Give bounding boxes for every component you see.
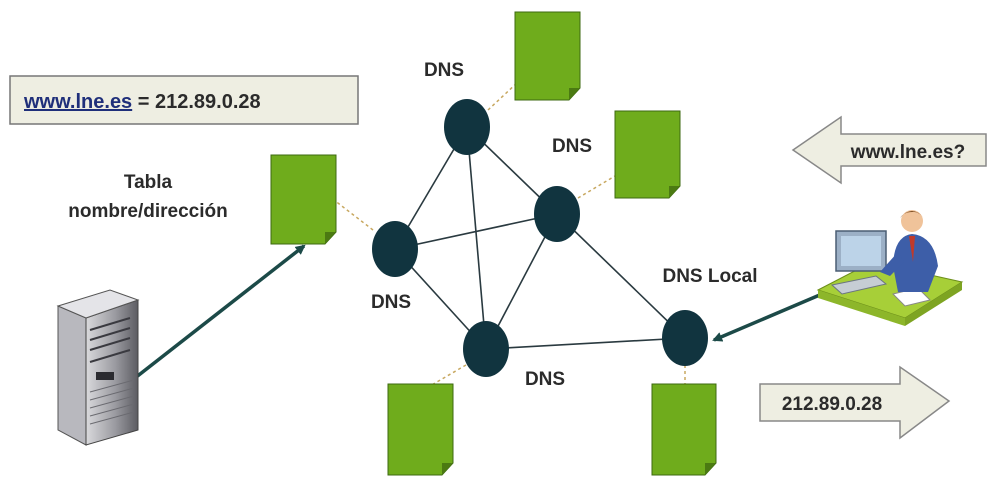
answer-arrow: 212.89.0.28 <box>759 365 951 440</box>
user-computer-icon <box>816 210 964 326</box>
answer-arrow-text: 212.89.0.28 <box>782 394 882 415</box>
dns-label-bottom: DNS <box>525 369 565 390</box>
table-label-line1: Tabla <box>124 172 173 193</box>
dns-label-left: DNS <box>371 292 411 313</box>
user-to-local-dns-arrow <box>712 292 823 342</box>
query-arrow: www.lne.es? <box>791 115 987 185</box>
server-icon <box>56 289 140 446</box>
doc-bottom-right <box>651 383 717 476</box>
dns-node-local <box>662 310 708 366</box>
dns-node-bottom <box>463 321 509 377</box>
doc-bottom-left <box>387 383 454 476</box>
doc-top <box>514 11 581 101</box>
dns-label-top: DNS <box>424 60 464 81</box>
mapping-address: = 212.89.0.28 <box>132 91 260 113</box>
dotted-connectors <box>333 81 686 387</box>
svg-text:www.lne.es = 212.89.0.28: www.lne.es = 212.89.0.28 <box>23 91 261 113</box>
doc-left <box>270 154 337 245</box>
dns-node-right <box>534 186 580 242</box>
dns-node-left <box>372 221 418 277</box>
table-label-line2: nombre/dirección <box>68 201 227 222</box>
doc-right-top <box>614 110 681 199</box>
server-to-table-arrow <box>133 244 306 380</box>
query-arrow-text: www.lne.es? <box>850 142 965 163</box>
dns-label-right-top: DNS <box>552 136 592 157</box>
mapping-box: www.lne.es = 212.89.0.28 <box>9 75 359 125</box>
mapping-domain: www.lne.es <box>23 91 132 113</box>
dns-label-local: DNS Local <box>662 266 757 287</box>
dns-node-top <box>444 99 490 155</box>
